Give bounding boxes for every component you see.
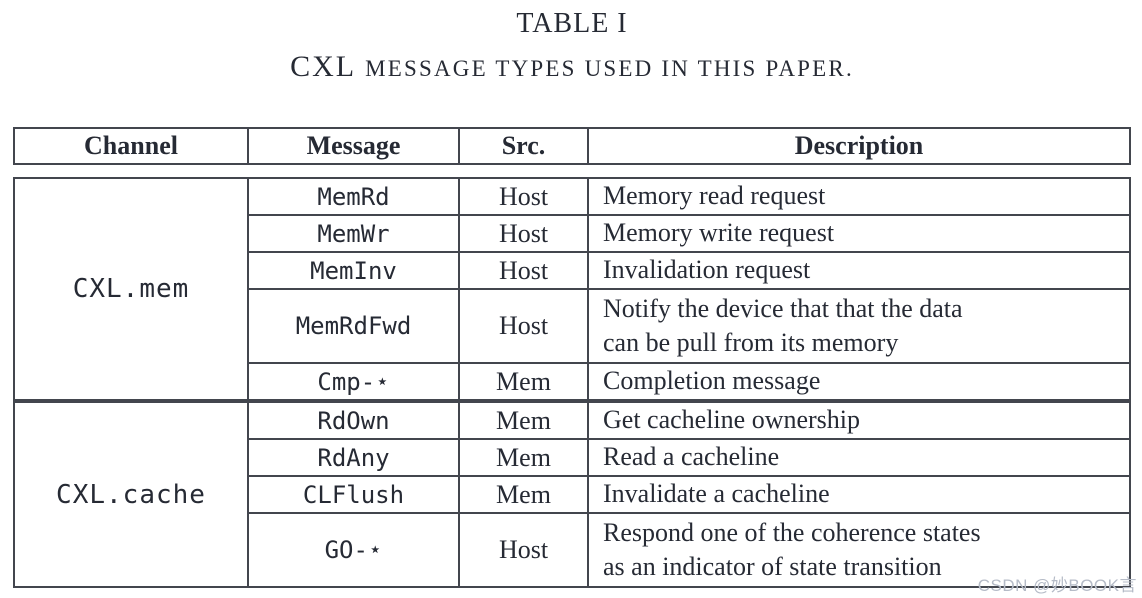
description-cell: Completion message (587, 362, 1131, 401)
table-row: MemInv Host Invalidation request (14, 251, 1131, 290)
table-row: GO-⋆ Host Respond one of the coherence s… (14, 512, 1131, 588)
src-cell: Host (458, 177, 589, 216)
message-cell: RdOwn (247, 401, 460, 440)
src-cell: Host (458, 288, 589, 364)
column-header-src: Src. (458, 127, 589, 165)
table-header-row: Channel Message Src. Description (13, 127, 1131, 165)
message-cell: MemRd (247, 177, 460, 216)
description-cell: Read a cacheline (587, 438, 1131, 477)
description-cell: Get cacheline ownership (587, 401, 1131, 440)
description-cell: Respond one of the coherence states as a… (587, 512, 1131, 588)
cxl-message-table: Channel Message Src. Description CXL.mem… (13, 127, 1131, 588)
message-cell: MemRdFwd (247, 288, 460, 364)
table-number-title: TABLE I (516, 8, 628, 39)
channel-cell-cxl-mem: CXL.mem (13, 177, 249, 401)
double-rule-gap (13, 165, 1131, 177)
src-cell: Mem (458, 475, 589, 514)
message-cell: MemInv (247, 251, 460, 290)
section-cxl-mem: CXL.mem MemRd Host Memory read request M… (13, 177, 1131, 401)
src-cell: Mem (458, 362, 589, 401)
description-cell: Invalidate a cacheline (587, 475, 1131, 514)
table-row: CLFlush Mem Invalidate a cacheline (14, 475, 1131, 514)
column-header-description: Description (587, 127, 1131, 165)
description-cell: Memory read request (587, 177, 1131, 216)
section-cxl-cache: CXL.cache RdOwn Mem Get cacheline owners… (13, 401, 1131, 588)
column-header-message: Message (247, 127, 460, 165)
table-row: CXL.mem MemRd Host Memory read request (13, 177, 1131, 401)
src-cell: Mem (458, 401, 589, 440)
message-cell: GO-⋆ (247, 512, 460, 588)
channel-cell-cxl-cache: CXL.cache (13, 401, 249, 588)
description-cell: Memory write request (587, 214, 1131, 253)
src-cell: Mem (458, 438, 589, 477)
table-row: CXL.cache RdOwn Mem Get cacheline owners… (13, 401, 1131, 588)
table-caption: CXL MESSAGE TYPES USED IN THIS PAPER. (13, 50, 1131, 84)
table-row: Cmp-⋆ Mem Completion message (14, 362, 1131, 401)
message-cell: Cmp-⋆ (247, 362, 460, 401)
table-row: RdAny Mem Read a cacheline (14, 438, 1131, 477)
table-row: MemWr Host Memory write request (14, 214, 1131, 253)
description-cell: Invalidation request (587, 251, 1131, 290)
src-cell: Host (458, 251, 589, 290)
src-cell: Host (458, 512, 589, 588)
description-cell: Notify the device that that the data can… (587, 288, 1131, 364)
csdn-watermark: CSDN @妙BOOK言 (977, 576, 1137, 595)
src-cell: Host (458, 214, 589, 253)
column-header-channel: Channel (13, 127, 249, 165)
caption-prefix: CXL (290, 50, 357, 83)
message-cell: CLFlush (247, 475, 460, 514)
message-cell: MemWr (247, 214, 460, 253)
message-cell: RdAny (247, 438, 460, 477)
table-row: MemRdFwd Host Notify the device that tha… (14, 288, 1131, 364)
caption-text: MESSAGE TYPES USED IN THIS PAPER. (365, 56, 854, 81)
